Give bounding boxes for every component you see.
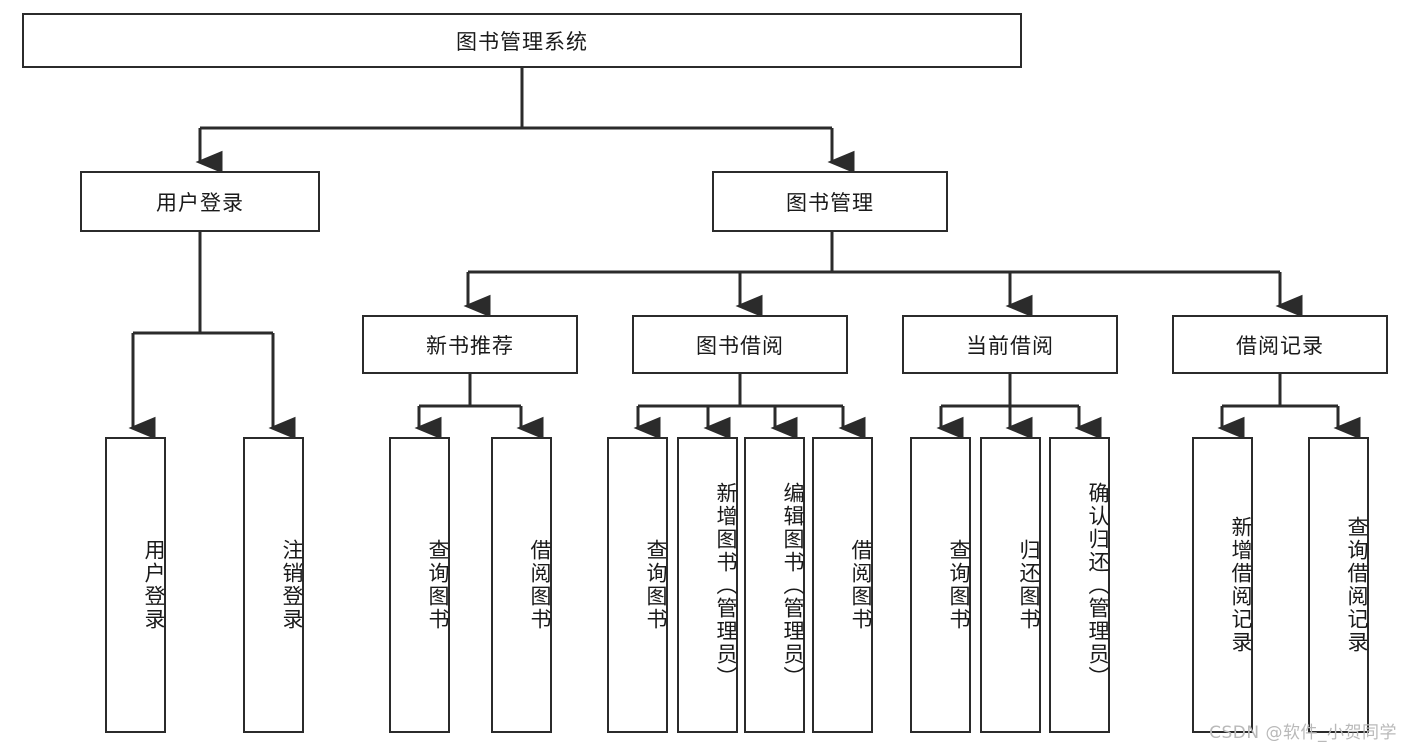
node-root[interactable]: 图书管理系统 [22, 13, 1022, 68]
leaf-borrow-book-borrow-label: 借阅图书 [849, 539, 873, 631]
node-book-borrow-label: 图书借阅 [696, 333, 784, 358]
leaf-borrow-book-add-label: 新增图书（管理员） [714, 481, 738, 689]
leaf-borrow-book-borrow[interactable]: 借阅图书 [812, 437, 873, 733]
leaf-user-login-signout[interactable]: 注销登录 [243, 437, 304, 733]
leaf-borrow-book-query[interactable]: 查询图书 [607, 437, 668, 733]
leaf-user-login-signin[interactable]: 用户登录 [105, 437, 166, 733]
leaf-new-book-borrow[interactable]: 借阅图书 [491, 437, 552, 733]
leaf-borrow-book-query-label: 查询图书 [644, 539, 668, 631]
leaf-borrow-book-add[interactable]: 新增图书（管理员） [677, 437, 738, 733]
node-current-borrow[interactable]: 当前借阅 [902, 315, 1118, 374]
node-book-management[interactable]: 图书管理 [712, 171, 948, 232]
leaf-borrow-book-edit-label: 编辑图书（管理员） [781, 481, 805, 689]
node-new-book-recommend[interactable]: 新书推荐 [362, 315, 578, 374]
node-book-management-label: 图书管理 [786, 190, 874, 215]
leaf-current-borrow-return-label: 归还图书 [1017, 539, 1041, 631]
leaf-user-login-signout-label: 注销登录 [280, 539, 304, 631]
node-borrow-record[interactable]: 借阅记录 [1172, 315, 1388, 374]
leaf-new-book-borrow-label: 借阅图书 [528, 539, 552, 631]
leaf-new-book-query-label: 查询图书 [426, 539, 450, 631]
leaf-new-book-query[interactable]: 查询图书 [389, 437, 450, 733]
leaf-current-borrow-confirm-return[interactable]: 确认归还（管理员） [1049, 437, 1110, 733]
leaf-borrow-book-edit[interactable]: 编辑图书（管理员） [744, 437, 805, 733]
node-current-borrow-label: 当前借阅 [966, 333, 1054, 358]
leaf-current-borrow-confirm-return-label: 确认归还（管理员） [1086, 481, 1110, 689]
leaf-borrow-record-add[interactable]: 新增借阅记录 [1192, 437, 1253, 733]
node-new-book-recommend-label: 新书推荐 [426, 333, 514, 358]
leaf-current-borrow-query[interactable]: 查询图书 [910, 437, 971, 733]
node-book-borrow[interactable]: 图书借阅 [632, 315, 848, 374]
node-user-login[interactable]: 用户登录 [80, 171, 320, 232]
leaf-borrow-record-query-label: 查询借阅记录 [1345, 516, 1369, 654]
leaf-current-borrow-return[interactable]: 归还图书 [980, 437, 1041, 733]
leaf-borrow-record-query[interactable]: 查询借阅记录 [1308, 437, 1369, 733]
leaf-current-borrow-query-label: 查询图书 [947, 539, 971, 631]
leaf-borrow-record-add-label: 新增借阅记录 [1229, 516, 1253, 654]
node-borrow-record-label: 借阅记录 [1236, 333, 1324, 358]
node-user-login-label: 用户登录 [156, 190, 244, 215]
node-root-label: 图书管理系统 [456, 29, 588, 54]
leaf-user-login-signin-label: 用户登录 [142, 539, 166, 631]
